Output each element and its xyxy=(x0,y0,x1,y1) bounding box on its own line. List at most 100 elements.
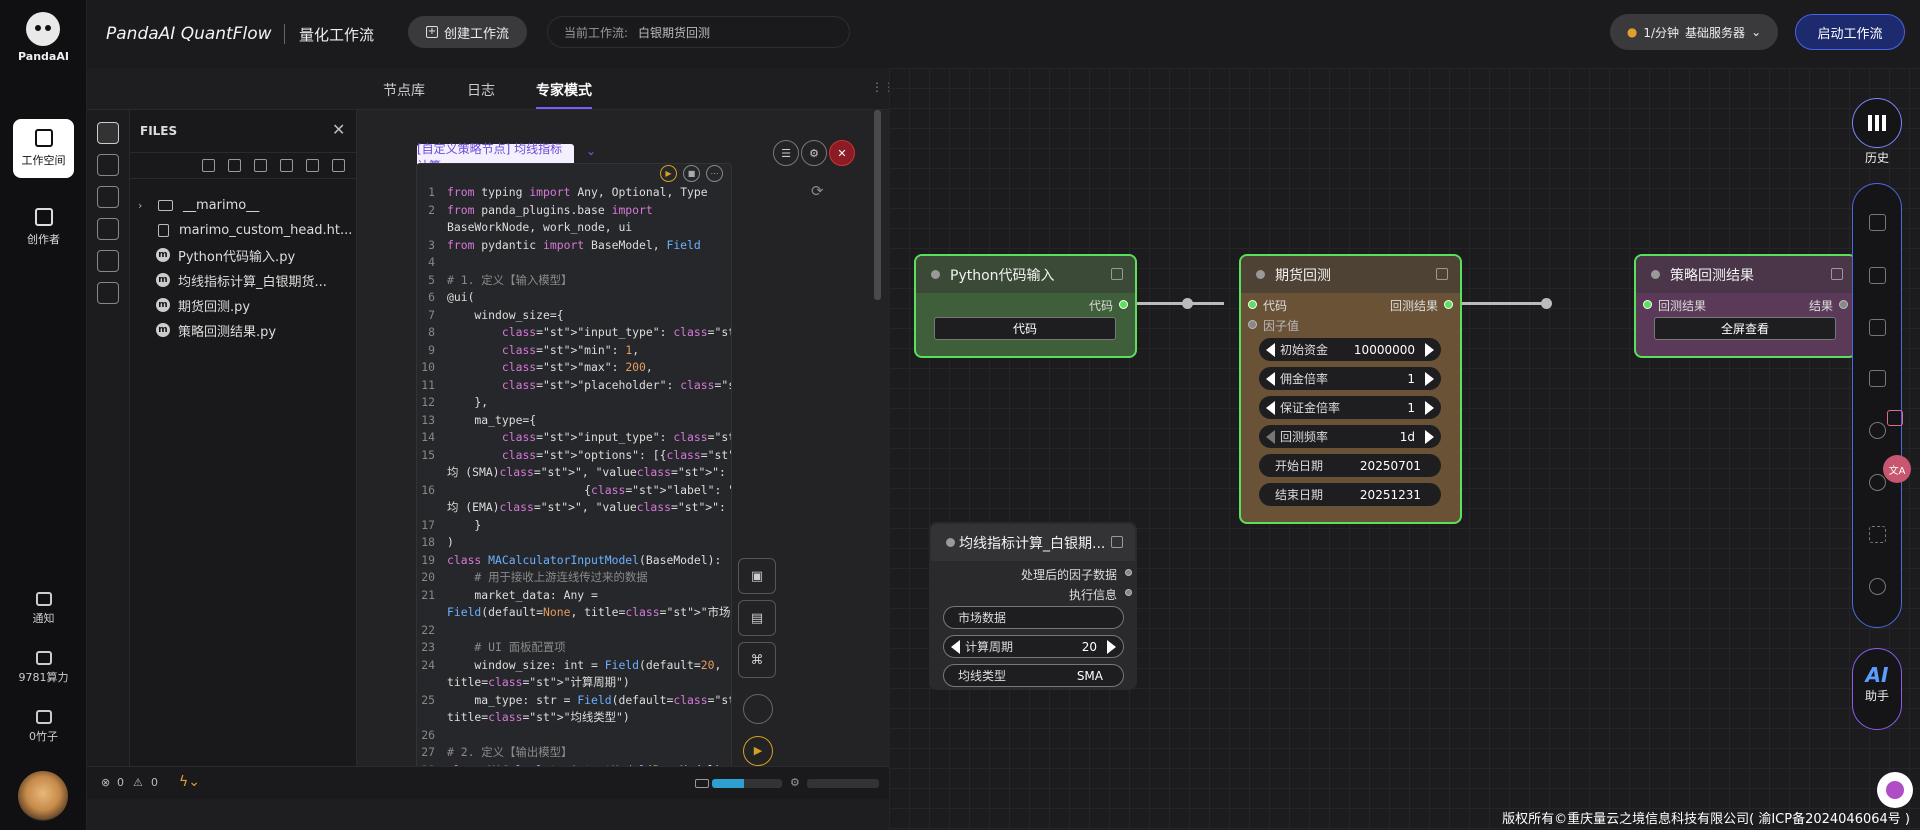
notify-button[interactable]: 通知 xyxy=(0,592,87,626)
grid-add-icon[interactable] xyxy=(1887,410,1903,426)
code-line[interactable]: 5# 1. 定义【输入模型】 xyxy=(417,272,731,290)
decrement-icon[interactable] xyxy=(1266,400,1275,415)
new-folder-icon[interactable] xyxy=(228,159,241,172)
edit-icon[interactable] xyxy=(1831,268,1843,280)
code-line[interactable]: 均 (SMA)class="st">", "valueclass="st">":… xyxy=(417,464,731,482)
code-line[interactable]: 17 } xyxy=(417,517,731,535)
gear-icon[interactable]: ⚙ xyxy=(801,140,827,166)
copy-icon[interactable] xyxy=(332,159,345,172)
hide-icon[interactable] xyxy=(306,159,319,172)
node-strategy-result[interactable]: 策略回测结果 回测结果 结果 全屏查看 xyxy=(1634,254,1857,358)
decrement-icon[interactable] xyxy=(951,639,960,654)
output-port[interactable] xyxy=(1839,300,1848,309)
code-line[interactable]: 10 class="st">"max": 200, xyxy=(417,359,731,377)
output-port[interactable] xyxy=(1125,569,1132,576)
output-port[interactable] xyxy=(1125,589,1132,596)
wire-node-dot[interactable] xyxy=(1541,298,1552,309)
server-select[interactable]: ● 1/分钟 基础服务器 ⌄ xyxy=(1610,14,1778,50)
code-line[interactable]: 均 (EMA)class="st">", "valueclass="st">":… xyxy=(417,499,731,517)
edit-icon[interactable] xyxy=(1436,268,1448,280)
code-line[interactable]: 22 xyxy=(417,622,731,640)
input-port[interactable] xyxy=(1643,300,1652,309)
code-line[interactable]: 25 ma_type: str = Field(default=class="s… xyxy=(417,692,731,710)
menu-icon[interactable]: ☰ xyxy=(773,140,799,166)
increment-icon[interactable] xyxy=(1107,639,1116,654)
input-port[interactable] xyxy=(1248,320,1257,329)
close-icon[interactable]: ✕ xyxy=(332,120,346,139)
code-line[interactable]: 24 window_size: int = Field(default=20, xyxy=(417,657,731,675)
current-workflow-field[interactable]: 当前工作流: 白银期货回测 xyxy=(547,16,850,48)
zoom-out-icon[interactable] xyxy=(1869,474,1886,491)
frequency-stepper[interactable]: 回测频率 1d xyxy=(1259,425,1441,448)
upload-icon[interactable] xyxy=(254,159,267,172)
ma-type-select[interactable]: 均线类型 SMA xyxy=(943,664,1124,687)
margin-stepper[interactable]: 保证金倍率 1 xyxy=(1259,396,1441,419)
market-data-field[interactable]: 市场数据 xyxy=(943,606,1124,629)
node-python-input[interactable]: Python代码输入 代码 代码 xyxy=(914,254,1137,358)
tab-expert-mode[interactable]: 专家模式 xyxy=(536,80,592,109)
decrement-icon[interactable] xyxy=(1266,429,1275,444)
import-icon[interactable] xyxy=(1869,319,1886,336)
stop-cell-icon[interactable]: ■ xyxy=(683,165,700,182)
search-list-icon[interactable] xyxy=(97,250,119,272)
file-item[interactable]: m Python代码输入.py xyxy=(130,243,357,267)
close-icon[interactable]: ✕ xyxy=(829,140,855,166)
create-workflow-button[interactable]: + 创建工作流 xyxy=(408,16,527,48)
lightning-icon[interactable]: ϟ⌄ xyxy=(179,774,200,790)
code-line[interactable]: title=class="st">"均线类型") xyxy=(417,709,731,727)
code-line[interactable]: 18) xyxy=(417,534,731,552)
output-port[interactable] xyxy=(1119,300,1128,309)
code-line[interactable]: 6@ui( xyxy=(417,289,731,307)
node-futures-backtest[interactable]: 期货回测 代码 回测结果 因子值 初始资金 10000000 佣金倍率 1 保证… xyxy=(1239,254,1462,524)
translate-icon[interactable]: 文A xyxy=(1883,455,1911,483)
fullscreen-button[interactable]: 全屏查看 xyxy=(1654,317,1836,340)
increment-icon[interactable] xyxy=(1425,342,1434,357)
commission-stepper[interactable]: 佣金倍率 1 xyxy=(1259,367,1441,390)
more-icon[interactable]: ⋯ xyxy=(706,165,723,182)
decrement-icon[interactable] xyxy=(1266,371,1275,386)
node-ma-calculator[interactable]: 均线指标计算_白银期... 处理后的因子数据 执行信息 市场数据 计算周期 20… xyxy=(929,522,1137,690)
code-line[interactable]: 27# 2. 定义【输出模型】 xyxy=(417,744,731,762)
new-file-icon[interactable] xyxy=(202,159,215,172)
code-line[interactable]: 8 class="st">"input_type": class="st">"n… xyxy=(417,324,731,342)
file-item[interactable]: › __marimo__ xyxy=(130,193,357,217)
wire-node-dot[interactable] xyxy=(1182,298,1193,309)
start-date-field[interactable]: 开始日期 20250701 xyxy=(1259,454,1441,477)
code-line[interactable]: 26 xyxy=(417,727,731,745)
file-item[interactable]: m 策略回测结果.py xyxy=(130,318,357,342)
save-icon[interactable] xyxy=(1869,214,1886,231)
workspace-button[interactable]: 工作空间 xyxy=(13,119,74,178)
save-icon[interactable]: ▣ xyxy=(738,558,776,594)
package-icon[interactable] xyxy=(97,186,119,208)
end-date-field[interactable]: 结束日期 20251231 xyxy=(1259,483,1441,506)
move-icon[interactable] xyxy=(1869,526,1886,543)
brain-icon[interactable] xyxy=(1877,772,1913,808)
increment-icon[interactable] xyxy=(1425,400,1434,415)
initial-capital-stepper[interactable]: 初始资金 10000000 xyxy=(1259,338,1441,361)
code-line[interactable]: 12 }, xyxy=(417,394,731,412)
variables-icon[interactable] xyxy=(97,154,119,176)
sync-icon[interactable]: ⟳ xyxy=(811,182,824,200)
ai-assistant-button[interactable]: AI 助手 xyxy=(1852,648,1902,730)
power-button[interactable]: 9781算力 xyxy=(0,651,87,685)
file-item[interactable]: m 期货回测.py xyxy=(130,293,357,317)
code-line[interactable]: 23 # UI 面板配置项 xyxy=(417,639,731,657)
workflow-canvas[interactable]: Python代码输入 代码 代码 期货回测 代码 回测结果 因子值 初始资金 1… xyxy=(889,68,1920,830)
files-icon[interactable] xyxy=(97,122,119,144)
edit-icon[interactable] xyxy=(1111,268,1123,280)
avatar[interactable] xyxy=(18,771,68,821)
command-icon[interactable]: ⌘ xyxy=(738,642,776,678)
code-line[interactable]: 4 xyxy=(417,254,731,272)
reset-icon[interactable] xyxy=(1869,578,1886,595)
increment-icon[interactable] xyxy=(1425,371,1434,386)
bamboo-button[interactable]: 0竹子 xyxy=(0,710,87,744)
code-line[interactable]: 28class MACalculatorOutputModel(BaseMode… xyxy=(417,762,731,770)
edit-icon[interactable] xyxy=(1111,536,1123,548)
tab-logs[interactable]: 日志 xyxy=(467,83,495,99)
run-cell-icon[interactable]: ▶ xyxy=(660,165,677,182)
output-port[interactable] xyxy=(1444,300,1453,309)
